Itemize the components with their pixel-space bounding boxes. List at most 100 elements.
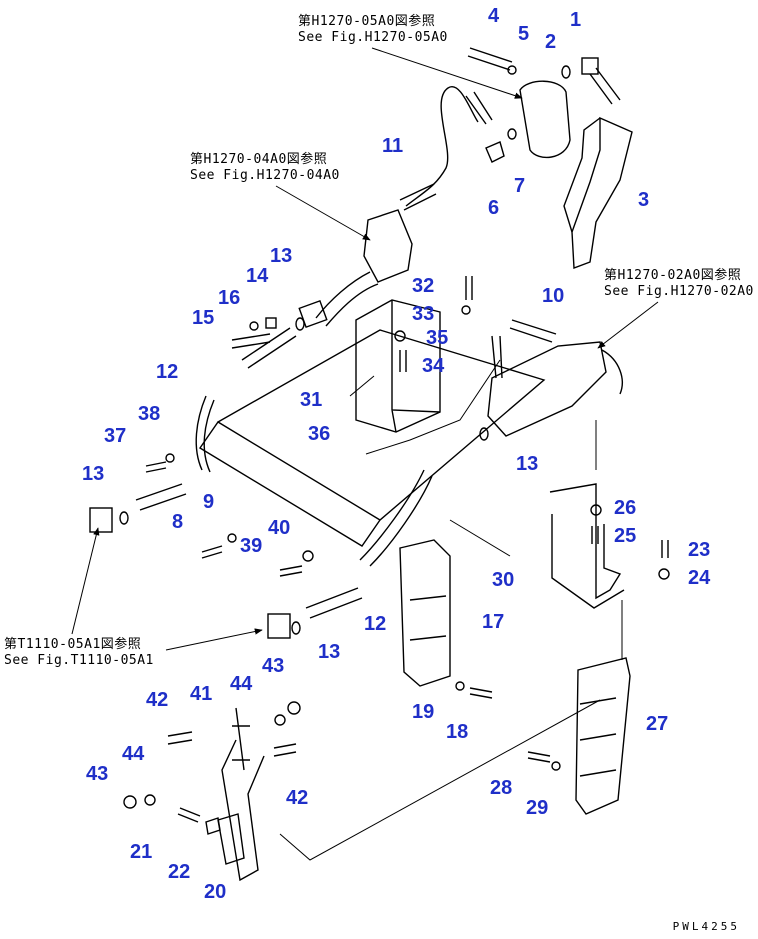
bolt-part-23 [661, 540, 669, 558]
leader-line-20 [279, 699, 601, 861]
reference-en: See Fig.H1270-05A0 [298, 30, 448, 45]
valve-body-top [519, 80, 571, 159]
reference-arrow-h1270-02a0 [597, 301, 659, 349]
drawing-code: PWL4255 [672, 920, 740, 933]
washer-part-9 [227, 533, 237, 543]
fitting-part-1-head [581, 57, 599, 75]
reference-jp: 第T1110-05A1図参照 [4, 637, 142, 652]
reference-en: See Fig.T1110-05A1 [4, 653, 154, 668]
part-number-label-25: 25 [614, 525, 636, 547]
reference-note-h1270-04a0: 第H1270-04A0図参照 See Fig.H1270-04A0 [190, 152, 340, 184]
part-number-label-13: 13 [270, 245, 292, 267]
bolt-part-32 [465, 276, 473, 300]
part-number-label-44: 44 [230, 673, 253, 695]
part-number-label-7: 7 [514, 175, 525, 197]
bolt-part-4 [467, 47, 513, 71]
washer-part-19 [455, 681, 465, 691]
part-number-label-24: 24 [688, 567, 711, 589]
bracket-part-17-slots [409, 595, 447, 641]
cover-part-3-side [563, 117, 601, 233]
oring-part-2 [561, 65, 571, 79]
part-number-label-5: 5 [518, 23, 529, 45]
bolt-part-15 [231, 333, 271, 349]
part-number-label-37: 37 [104, 425, 126, 447]
part-number-label-21: 21 [130, 841, 152, 863]
part-number-label-34: 34 [422, 355, 445, 377]
bolt-part-34 [399, 350, 407, 372]
reference-arrows [71, 47, 659, 651]
nut-part-43-left [123, 795, 137, 809]
part-number-label-44: 44 [122, 743, 145, 765]
bracket-part-17 [399, 539, 451, 687]
bracket-part-30-body [551, 514, 625, 609]
part-number-label-18: 18 [446, 721, 468, 743]
pedal-part-20-plate [217, 813, 245, 865]
flange-lower [267, 613, 291, 639]
part-number-label-12: 12 [364, 613, 386, 635]
part-number-label-30: 30 [492, 569, 514, 591]
bracket-part-27 [575, 657, 631, 815]
part-number-label-9: 9 [203, 491, 214, 513]
washer-part-29 [551, 761, 561, 771]
part-labels: 1234567891011121213131313141516171819202… [82, 5, 711, 903]
valve-block-h1270-04a0 [363, 209, 413, 283]
part-number-label-43: 43 [86, 763, 108, 785]
part-number-label-23: 23 [688, 539, 710, 561]
washer-part-44-right [274, 714, 286, 726]
part-number-label-13: 13 [318, 641, 340, 663]
oring-part-13-right [479, 427, 489, 441]
washer-part-38 [165, 453, 175, 463]
washer-part-44-left [144, 794, 156, 806]
reference-jp: 第H1270-04A0図参照 [190, 152, 328, 167]
reference-arrow-t1110-05a1-right [165, 628, 263, 651]
part-number-label-15: 15 [192, 307, 214, 329]
part-number-label-42: 42 [286, 787, 308, 809]
parts-drawing [89, 47, 670, 882]
plate-part-22 [205, 817, 221, 835]
bolt-part-39 [279, 565, 303, 577]
part-number-label-4: 4 [488, 5, 500, 27]
plate-part-14 [265, 317, 277, 329]
valve-assembly-h1270-02a0 [487, 341, 607, 437]
washer-part-33 [461, 305, 471, 315]
leader-line-31 [349, 375, 375, 397]
bolt-part-8 [201, 545, 223, 559]
part-number-label-1: 1 [570, 9, 581, 31]
leader-lines [279, 359, 623, 861]
part-number-label-11: 11 [382, 135, 403, 157]
washer-part-5 [507, 65, 517, 75]
part-number-label-19: 19 [412, 701, 434, 723]
part-number-label-31: 31 [300, 389, 322, 411]
hose-part-12-right-end [305, 587, 363, 619]
part-number-label-14: 14 [246, 265, 269, 287]
part-number-label-42: 42 [146, 689, 168, 711]
hose-part-11-end-top [465, 91, 493, 125]
hose-part-12-left-end [241, 327, 297, 369]
bolt-part-18 [469, 687, 493, 699]
leader-line-36 [365, 359, 501, 455]
part-number-label-26: 26 [614, 497, 636, 519]
oring-part-13-lower [291, 621, 301, 635]
reference-arrow-h1270-04a0 [275, 185, 371, 241]
hose-part-12-right [359, 469, 433, 567]
reference-jp: 第H1270-02A0図参照 [604, 268, 742, 283]
bracket-part-41 [232, 707, 250, 771]
part-number-label-40: 40 [268, 517, 290, 539]
fitting-part-1 [589, 67, 621, 105]
part-number-label-39: 39 [240, 535, 262, 557]
bracket-part-27-slots [579, 697, 617, 777]
bracket-part-31-fold [391, 300, 441, 433]
part-number-label-3: 3 [638, 189, 649, 211]
reference-jp: 第H1270-05A0図参照 [298, 14, 436, 29]
nut-part-43-right [287, 701, 301, 715]
part-number-label-36: 36 [308, 423, 330, 445]
hose-part-12-left [195, 395, 215, 473]
part-number-label-13: 13 [516, 453, 538, 475]
flange-upper [298, 299, 328, 329]
bolt-part-37 [145, 461, 167, 473]
flange-left [89, 507, 113, 533]
washer-part-40 [302, 550, 314, 562]
bolt-part-10-lower [491, 335, 503, 379]
leader-line-30 [449, 519, 511, 557]
